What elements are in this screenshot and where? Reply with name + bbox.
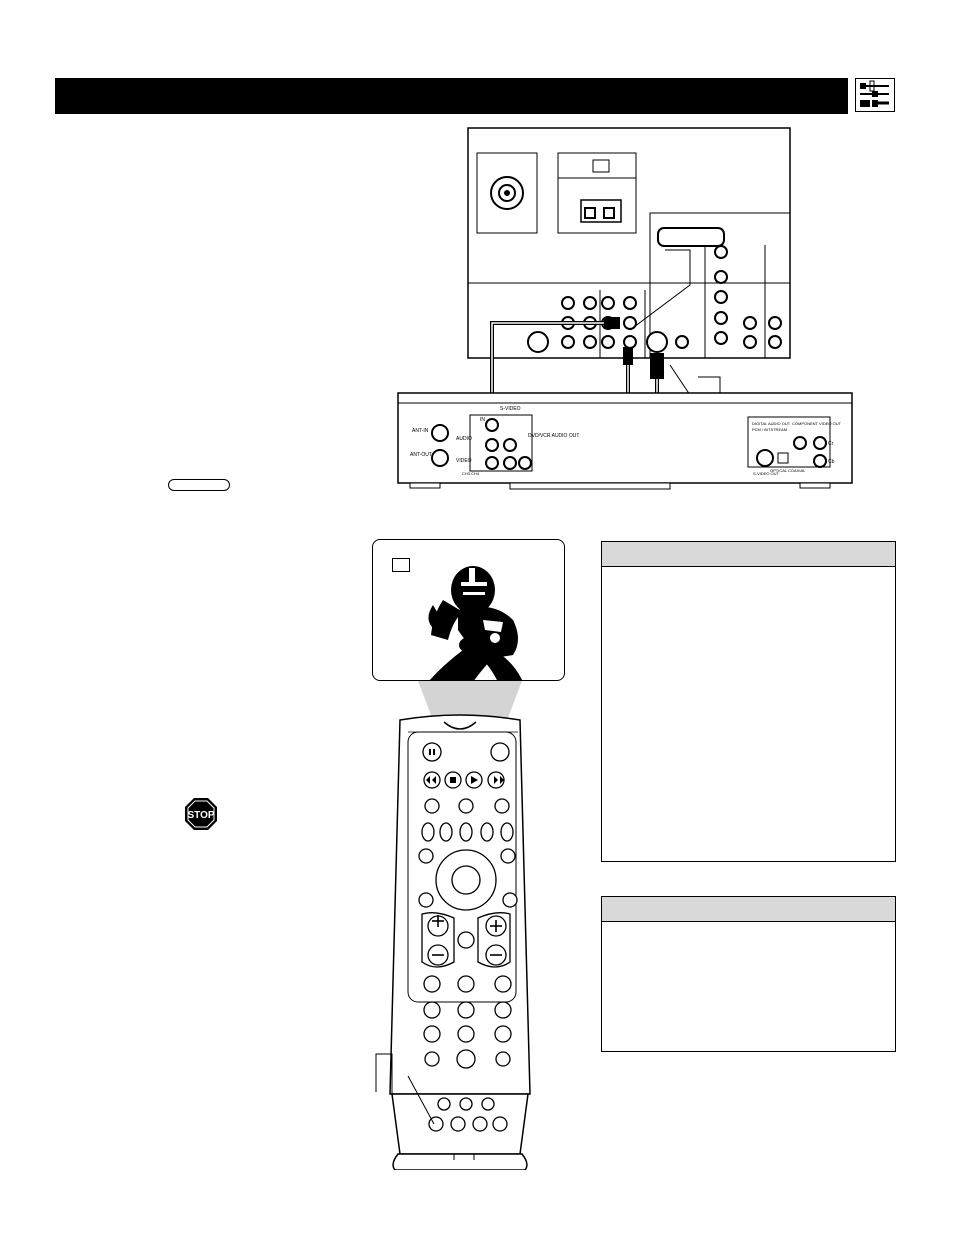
remote-control [370,714,550,1170]
svg-text:DIGITAL AUDIO OUT: DIGITAL AUDIO OUT [752,421,791,426]
info-panel-top [601,541,896,862]
svg-text:Cr: Cr [828,441,834,447]
svg-text:VIDEO: VIDEO [456,458,472,464]
svg-text:DVD/VCR AUDIO OUT: DVD/VCR AUDIO OUT [528,433,579,439]
svg-text:COAXIAL: COAXIAL [788,468,806,473]
stop-sign-icon: STOP [184,797,218,831]
source-box [392,558,410,572]
svg-text:S-VIDEO: S-VIDEO [500,406,521,412]
connection-diagram: ANT-IN ANT-OUT AUDIO VIDEO IN S-VIDEO DV… [380,125,860,495]
av-connection-icon [855,78,895,112]
svg-text:AUDIO: AUDIO [456,436,472,442]
svg-text:Cb: Cb [828,459,835,465]
svg-text:STOP: STOP [187,810,214,821]
svg-text:ANT-OUT: ANT-OUT [410,452,432,458]
svg-text:CH3 CH4: CH3 CH4 [462,471,480,476]
dvd-vcr-back-panel: ANT-IN ANT-OUT AUDIO VIDEO IN S-VIDEO DV… [397,392,853,490]
svg-text:S-VIDEO OUT: S-VIDEO OUT [753,471,780,476]
svg-text:PCM / BITSTREAM: PCM / BITSTREAM [752,427,787,432]
info-panel-top-header [602,542,895,567]
football-player-image [428,566,523,680]
svg-text:ANT-IN: ANT-IN [412,428,429,434]
tv-back-panel [467,127,791,359]
tv-screen [372,539,565,681]
ir-beam [418,681,522,728]
header-bar [55,78,848,114]
svg-text:OPTICAL: OPTICAL [770,468,788,473]
svg-text:IN: IN [480,417,485,423]
info-panel-bottom [601,896,896,1052]
pill-button-icon [168,479,230,491]
svg-text:COMPONENT VIDEO OUT: COMPONENT VIDEO OUT [792,421,842,426]
info-panel-bottom-header [602,897,895,922]
